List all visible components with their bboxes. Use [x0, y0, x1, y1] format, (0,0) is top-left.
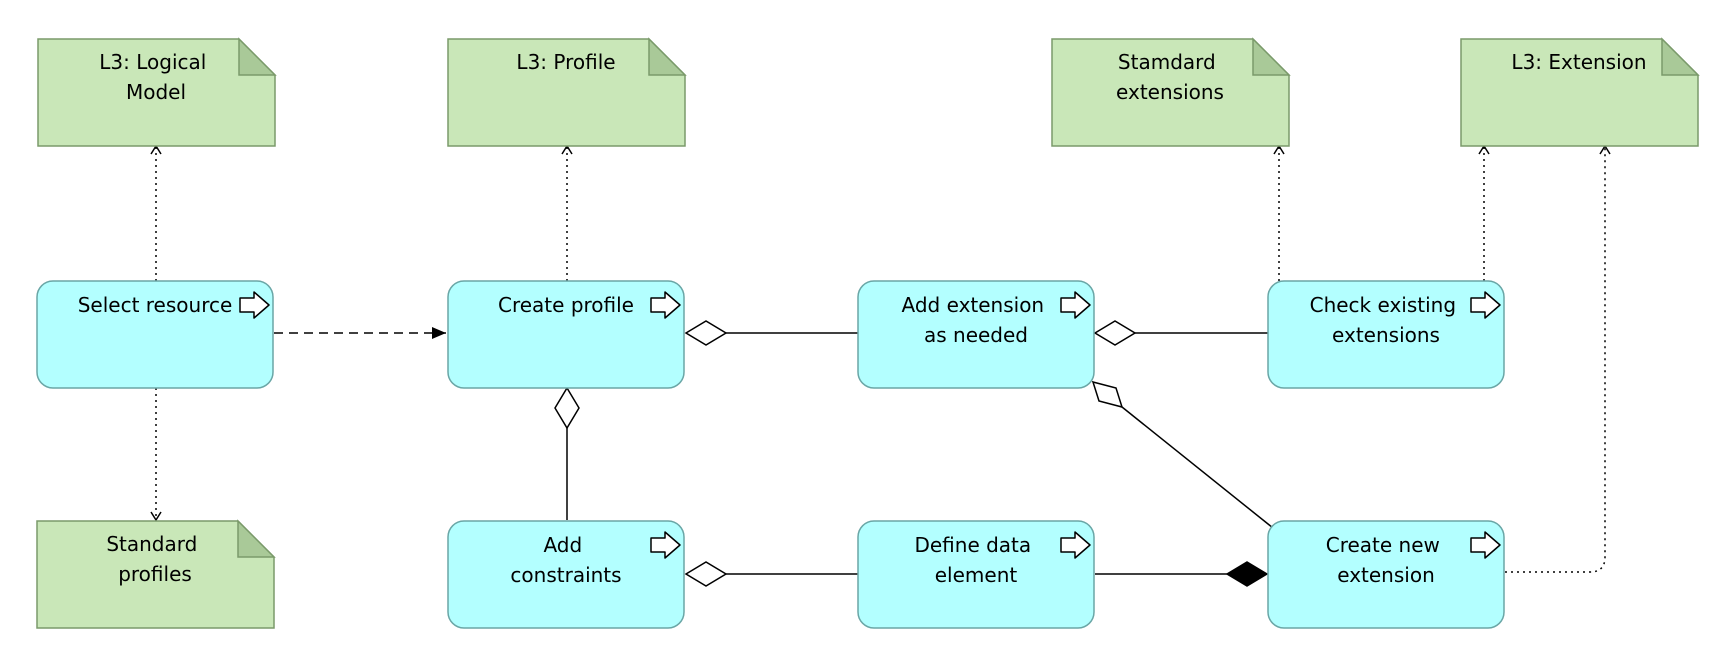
process-box [447, 280, 685, 389]
svg-text:L3: Profile: L3: Profile [516, 50, 615, 74]
access-create-new-to-extension [1505, 144, 1611, 573]
svg-text:Add extension as needed: Add extension as needed [902, 293, 1051, 347]
process-select-resource[interactable]: Select resource [36, 280, 274, 389]
artifact-standard-extensions[interactable]: Stamdard extensions [1051, 37, 1291, 147]
artifact-standard-profiles[interactable]: Standard profiles [36, 519, 276, 629]
artifact-logical-model-line-2: Model [126, 80, 186, 104]
process-arrow-icon [650, 531, 681, 559]
process-select-resource-line-1: Select resource [78, 293, 233, 317]
process-add-extension[interactable]: Add extension as needed [857, 280, 1095, 389]
process-create-new-extension-line-2: extension [1337, 563, 1435, 587]
process-check-existing-line-2: extensions [1332, 323, 1440, 347]
aggregation-diamond-constraints [684, 561, 728, 587]
process-define-data-element-line-2: element [935, 563, 1018, 587]
process-add-constraints-line-2: constraints [510, 563, 621, 587]
process-arrow-icon [239, 291, 270, 319]
process-create-profile-line-1: Create profile [498, 293, 634, 317]
artifact-shape [37, 38, 276, 147]
process-create-profile[interactable]: Create profile [447, 280, 685, 389]
artifact-shape [36, 520, 275, 629]
svg-text:L3: Logical Model: L3: Logical Model [99, 50, 212, 104]
svg-text:Stamdard extensions: Stamdard extensions [1116, 50, 1224, 104]
process-add-constraints-line-1: Add [543, 533, 582, 557]
process-add-extension-line-2: as needed [924, 323, 1028, 347]
svg-text:Add constraints: Add constraints [510, 533, 621, 587]
process-arrow-icon [650, 291, 681, 319]
process-box [1267, 280, 1505, 389]
svg-text:Check existing extension: Check existing extensions [1310, 293, 1463, 347]
artifact-standard-extensions-line-2: extensions [1116, 80, 1224, 104]
artifact-standard-profiles-line-1: Standard [106, 532, 197, 556]
aggregation-diamond-extension-check [1093, 320, 1137, 346]
artifact-logical-model-line-1: L3: Logical [99, 50, 206, 74]
process-arrow-icon [1470, 291, 1501, 319]
process-arrow-icon [1060, 291, 1091, 319]
artifact-profile[interactable]: L3: Profile [447, 37, 687, 147]
process-box [36, 280, 274, 389]
artifact-extension[interactable]: L3: Extension [1460, 37, 1700, 147]
artifact-fold [238, 37, 277, 76]
composition-diamond-create-new [1225, 561, 1269, 587]
aggregation-diamond-profile [684, 320, 728, 346]
aggregation-line-extension-create-new [1121, 406, 1274, 529]
artifact-fold [648, 37, 687, 76]
svg-text:Define data element: Define data element [914, 533, 1037, 587]
process-add-extension-line-1: Add extension [902, 293, 1045, 317]
process-add-constraints[interactable]: Add constraints [447, 520, 685, 629]
process-arrow-icon [1060, 531, 1091, 559]
aggregation-diamond-extension-create-new [1091, 380, 1124, 409]
process-box [447, 520, 685, 629]
svg-text:Create profile: Create profile [498, 293, 634, 317]
process-box [857, 280, 1095, 389]
artifact-fold [1252, 37, 1291, 76]
process-define-data-element[interactable]: Define data element [857, 520, 1095, 629]
artifact-fold [237, 519, 276, 558]
process-create-new-extension-line-1: Create new [1326, 533, 1440, 557]
artifact-logical-model[interactable]: L3: Logical Model [37, 37, 277, 147]
process-create-new-extension[interactable]: Create new extension [1267, 520, 1505, 629]
process-box [1267, 520, 1505, 629]
artifact-standard-extensions-line-1: Stamdard [1118, 50, 1216, 74]
svg-text:Select resource: Select resource [78, 293, 233, 317]
svg-text:Create new extension: Create new extension [1326, 533, 1447, 587]
process-check-existing-line-1: Check existing [1310, 293, 1456, 317]
artifact-shape [1460, 38, 1699, 147]
artifact-profile-line-1: L3: Profile [516, 50, 615, 74]
artifact-shape [1051, 38, 1290, 147]
process-arrow-icon [1470, 531, 1501, 559]
artifact-shape [447, 38, 686, 147]
aggregation-diamond-profile-bottom [554, 386, 580, 430]
connectors [150, 144, 1611, 587]
artifact-standard-profiles-line-2: profiles [118, 562, 192, 586]
process-define-data-element-line-1: Define data [914, 533, 1031, 557]
artifact-fold [1661, 37, 1700, 76]
process-check-existing-extensions[interactable]: Check existing extensions [1267, 280, 1505, 389]
process-box [857, 520, 1095, 629]
artifact-extension-line-1: L3: Extension [1511, 50, 1646, 74]
svg-text:Standard profiles: Standard profiles [106, 532, 203, 586]
svg-text:L3: Extension: L3: Extension [1511, 50, 1646, 74]
